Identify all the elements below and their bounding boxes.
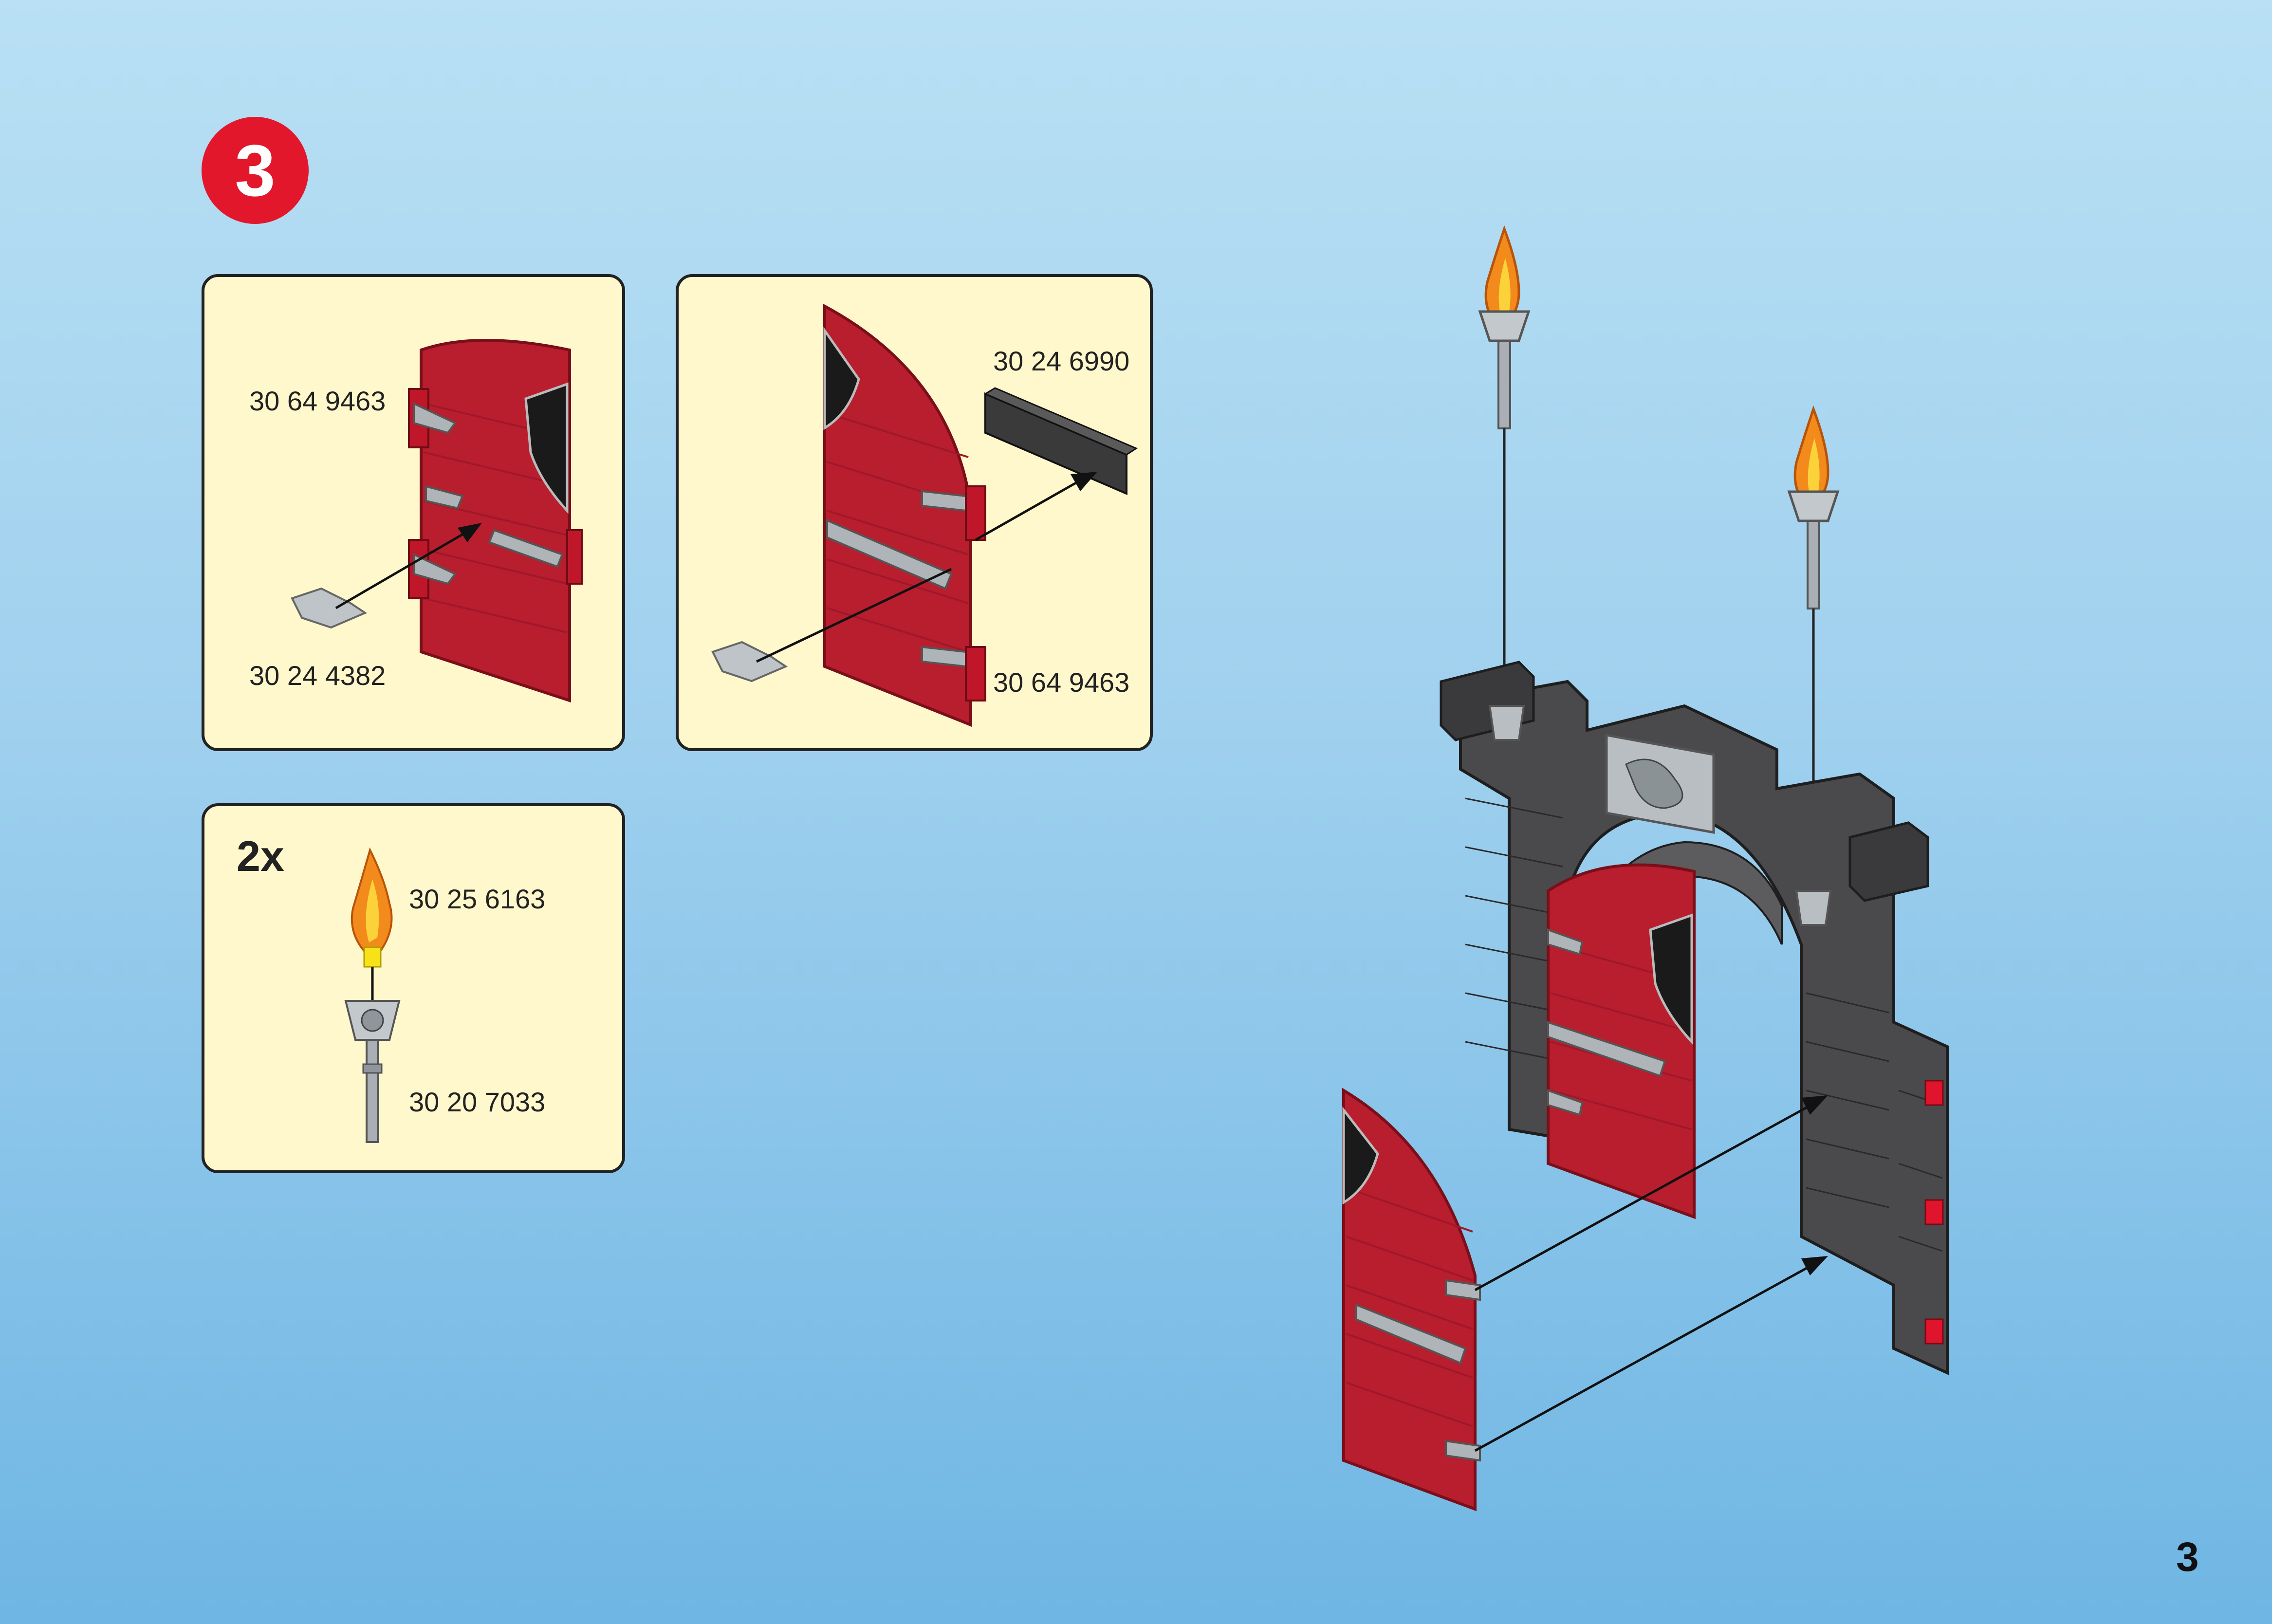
page-number: 3 [2176,1533,2199,1581]
torch-illustration [204,806,628,1176]
door-right-illustration [679,277,1156,754]
panel-door-left: 30 64 9463 30 24 4382 [202,274,625,751]
torch-left [1480,229,1529,706]
step-number-badge: 3 [202,117,309,224]
panel-door-right: 30 24 6990 30 64 9463 [676,274,1153,751]
step-number: 3 [235,129,275,213]
door-mounted [1548,865,1694,1217]
door-left-illustration [204,277,628,754]
gate-assembly-illustration [1314,214,2093,1529]
panel-torch: 2x 30 25 6163 30 20 7033 [202,803,625,1173]
